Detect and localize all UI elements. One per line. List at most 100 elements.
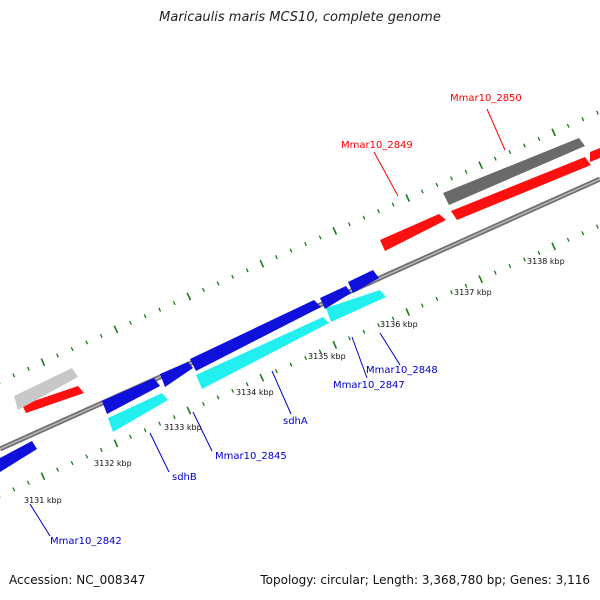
minor-tick <box>289 362 293 367</box>
gene-arrow-red[interactable] <box>380 214 446 251</box>
kbp-label: 3133 kbp <box>164 423 202 432</box>
gene-arrow-cyan[interactable] <box>196 317 329 389</box>
gene-arrow-blue[interactable] <box>102 378 160 414</box>
gene-arrow-blue[interactable] <box>0 441 37 472</box>
minor-tick <box>450 176 453 181</box>
minor-tick <box>70 346 74 352</box>
gene-label-mmar10-2849[interactable]: Mmar10_2849 <box>341 140 413 151</box>
minor-tick <box>362 329 366 334</box>
minor-tick <box>12 373 16 378</box>
gene-label-sdhb[interactable]: sdhB <box>172 472 197 483</box>
gene-arrow-gray[interactable] <box>443 138 585 205</box>
major-tick <box>332 226 338 235</box>
minor-tick <box>493 156 497 161</box>
major-tick <box>551 242 556 251</box>
kbp-label: 3132 kbp <box>94 459 132 468</box>
minor-tick <box>420 303 424 308</box>
leader-line <box>149 432 170 473</box>
minor-tick <box>172 414 176 420</box>
leader-line <box>271 370 292 415</box>
kbp-label: 3135 kbp <box>308 352 346 361</box>
accession-text: Accession: NC_008347 <box>9 573 146 587</box>
minor-tick <box>595 224 599 229</box>
minor-tick <box>289 248 293 253</box>
minor-tick <box>318 235 322 240</box>
minor-tick <box>581 231 585 236</box>
minor-tick <box>12 487 16 492</box>
gene-arrow-cyan[interactable] <box>326 290 386 322</box>
kbp-label: 3137 kbp <box>454 288 492 297</box>
major-tick <box>113 439 119 448</box>
minor-tick <box>537 136 541 142</box>
gene-label-mmar10-2845[interactable]: Mmar10_2845 <box>215 451 287 462</box>
minor-tick <box>216 281 220 286</box>
minor-tick <box>464 283 468 288</box>
minor-tick <box>158 307 162 312</box>
major-tick <box>478 275 484 284</box>
minor-tick <box>216 395 220 400</box>
major-tick <box>40 472 46 481</box>
gene-arrow-blue[interactable] <box>348 270 379 293</box>
major-tick <box>113 325 119 334</box>
major-tick <box>332 340 338 349</box>
major-tick <box>405 308 411 316</box>
major-tick <box>40 358 46 367</box>
gene-arrow-blue[interactable] <box>190 300 321 371</box>
gene-label-sdha[interactable]: sdhA <box>283 416 308 427</box>
minor-tick <box>566 237 570 242</box>
minor-tick <box>347 336 351 341</box>
minor-tick <box>566 123 570 128</box>
major-tick <box>405 194 411 202</box>
gene-labels: Mmar10_2850 Mmar10_2849 Mmar10_2848 Mmar… <box>50 93 522 547</box>
minor-tick <box>172 300 176 306</box>
kbp-label: 3138 kbp <box>527 257 565 266</box>
gene-arrow-red[interactable] <box>451 157 591 220</box>
leader-line <box>29 503 51 537</box>
leader-line <box>373 151 399 197</box>
minor-tick <box>129 434 132 439</box>
gene-arrow-cyan[interactable] <box>108 393 168 432</box>
gene-arrow-blue[interactable] <box>320 286 351 309</box>
minor-tick <box>537 250 541 256</box>
gene-label-mmar10-2848[interactable]: Mmar10_2848 <box>366 365 438 376</box>
kbp-label: 3134 kbp <box>236 388 274 397</box>
genome-summary-text: Topology: circular; Length: 3,368,780 bp… <box>260 573 590 587</box>
major-tick <box>186 292 192 301</box>
minor-tick <box>70 460 74 466</box>
kbp-label: 3136 kbp <box>380 320 418 329</box>
gene-arrow-blue[interactable] <box>160 362 193 387</box>
kbp-labels: 3131 kbp 3132 kbp 3133 kbp 3134 kbp 3135… <box>24 257 565 505</box>
minor-tick <box>231 274 235 279</box>
minor-tick <box>56 467 59 472</box>
leader-line <box>379 332 401 366</box>
minor-tick <box>347 222 351 227</box>
minor-tick <box>435 296 439 301</box>
minor-tick <box>245 382 249 387</box>
major-tick <box>259 259 265 268</box>
major-tick <box>478 161 484 170</box>
gene-label-mmar10-2847[interactable]: Mmar10_2847 <box>333 380 405 391</box>
leader-line <box>351 336 368 379</box>
minor-tick <box>26 480 30 485</box>
minor-tick <box>435 182 439 187</box>
minor-tick <box>304 241 307 247</box>
minor-tick <box>99 333 103 338</box>
minor-tick <box>581 117 585 122</box>
minor-tick <box>158 421 162 426</box>
minor-tick <box>523 257 526 262</box>
gene-arrow-red[interactable] <box>22 386 84 413</box>
minor-tick <box>26 366 30 371</box>
minor-tick <box>523 143 526 148</box>
gene-arrow-lightgray[interactable] <box>14 368 78 410</box>
minor-tick <box>493 270 497 275</box>
minor-tick <box>274 369 278 374</box>
minor-tick <box>143 428 147 433</box>
minor-tick <box>508 149 512 155</box>
minor-tick <box>377 323 380 328</box>
gene-arrow-red[interactable] <box>590 148 600 162</box>
gene-label-mmar10-2850[interactable]: Mmar10_2850 <box>450 93 522 104</box>
minor-tick <box>595 110 599 115</box>
gene-label-mmar10-2842[interactable]: Mmar10_2842 <box>50 536 122 547</box>
minor-tick <box>274 255 278 260</box>
